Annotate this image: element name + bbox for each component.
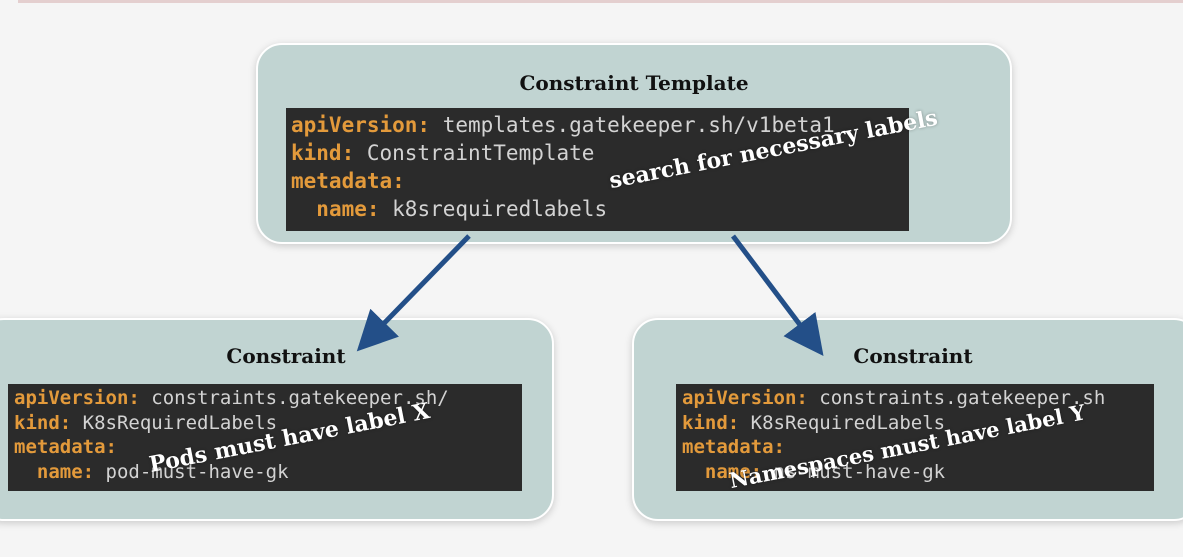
arrow-to-pods-constraint [356,234,471,352]
namespaces-constraint-card: Constraint apiVersion: constraints.gatek… [632,318,1183,521]
code-key: kind: [14,411,72,434]
code-key: apiVersion: [291,113,431,137]
code-value: constraints.gatekeeper.sh [807,387,1106,409]
code-line: kind: K8sRequiredLabels [682,411,1154,436]
code-line: metadata: [682,435,1154,460]
code-line: apiVersion: constraints.gatekeeper.sh [682,386,1154,411]
code-key: metadata: [291,169,405,193]
code-key: metadata: [682,436,785,458]
code-key: kind: [291,141,355,165]
constraint-template-code: apiVersion: templates.gatekeeper.sh/v1be… [286,108,909,231]
code-value: k8srequiredlabels [379,197,608,221]
pods-constraint-code: apiVersion: constraints.gatekeeper.sh/ki… [8,384,522,491]
code-line: name: ns-must-have-gk [682,460,1154,485]
arrow-to-namespaces-constraint [731,234,824,356]
namespaces-constraint-title: Constraint [853,344,973,368]
constraint-template-title: Constraint Template [519,71,749,95]
code-key: apiVersion: [682,387,808,409]
code-value: K8sRequiredLabels [739,411,946,434]
code-key: name: [704,460,763,483]
code-value: K8sRequiredLabels [71,411,278,434]
code-key: metadata: [14,436,117,458]
code-line: apiVersion: constraints.gatekeeper.sh/ [14,386,522,411]
code-line: metadata: [291,167,909,195]
code-value: templates.gatekeeper.sh/v1beta1 [430,113,835,137]
code-line: kind: ConstraintTemplate [291,139,909,167]
code-line: apiVersion: templates.gatekeeper.sh/v1be… [291,111,909,139]
code-key: name: [36,460,95,483]
code-value: pod-must-have-gk [94,460,289,483]
top-rule [18,0,1183,3]
pods-constraint-title: Constraint [226,344,346,368]
code-line: name: k8srequiredlabels [291,195,909,223]
code-line: kind: K8sRequiredLabels [14,411,522,436]
code-value: constraints.gatekeeper.sh/ [139,387,449,409]
code-line: metadata: [14,435,522,460]
code-key: name: [316,197,380,221]
code-key: apiVersion: [14,387,140,409]
code-value: ns-must-have-gk [762,460,946,483]
code-key: kind: [682,411,740,434]
code-line: name: pod-must-have-gk [14,460,522,485]
code-value: ConstraintTemplate [354,141,595,165]
pods-constraint-card: Constraint apiVersion: constraints.gatek… [0,318,554,521]
constraint-template-card: Constraint Template apiVersion: template… [256,43,1012,244]
